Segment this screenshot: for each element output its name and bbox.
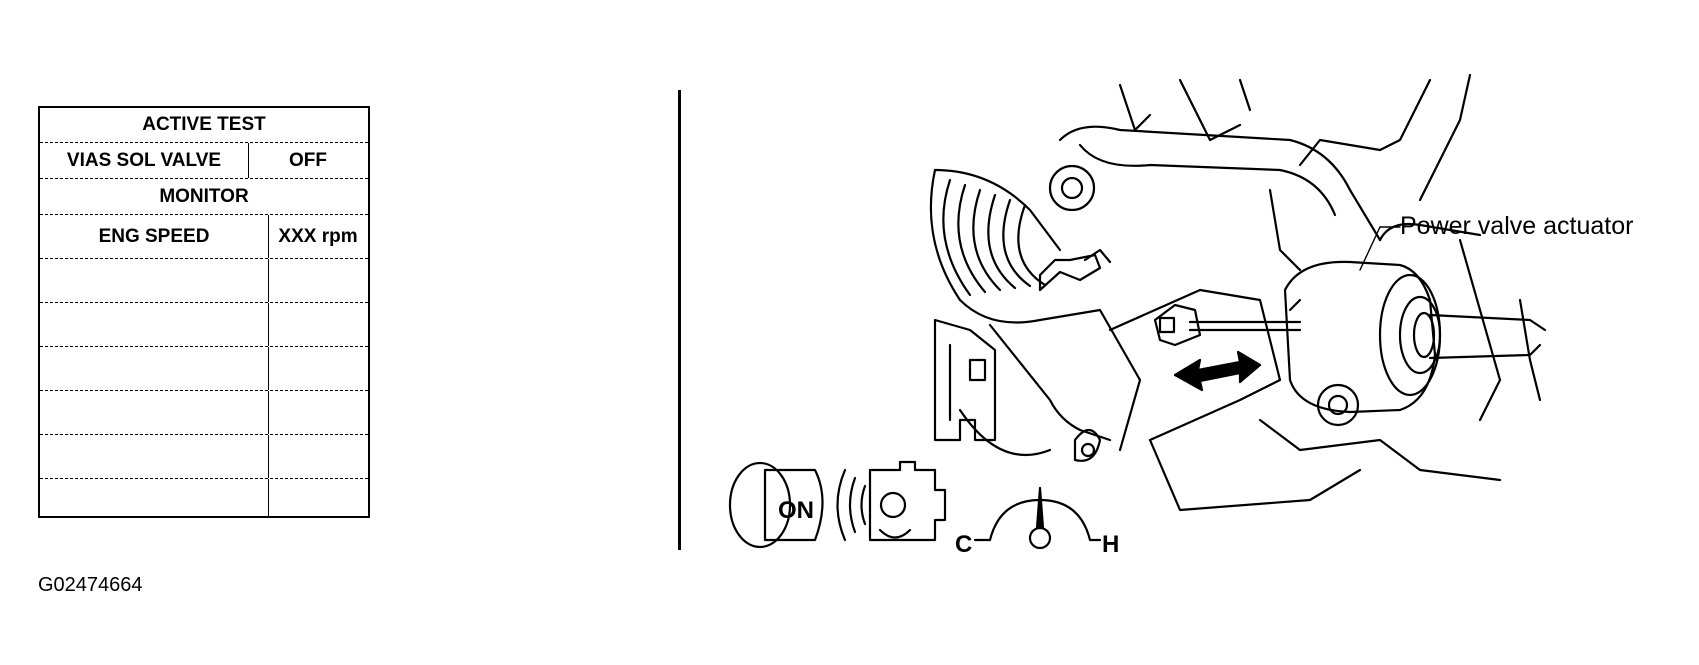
monitor-header: MONITOR xyxy=(159,185,249,207)
throttle-body xyxy=(1073,288,1502,512)
active-test-header: ACTIVE TEST xyxy=(142,114,266,135)
vias-sol-valve-value: OFF xyxy=(289,149,327,171)
table-row xyxy=(40,435,368,479)
hot-label: H xyxy=(1102,531,1119,558)
table-row xyxy=(40,303,368,347)
ignition-on-text: ON xyxy=(778,497,814,524)
engine-running-icon xyxy=(836,460,947,542)
cold-label: C xyxy=(955,531,972,558)
data-monitor-table: ACTIVE TEST VIAS SOL VALVE OFF MONITOR E… xyxy=(38,106,370,518)
table-row: ENG SPEED XXX rpm xyxy=(40,215,368,259)
bracket xyxy=(933,318,997,442)
actuator-rod xyxy=(1153,303,1302,347)
column-divider xyxy=(248,143,249,178)
vias-sol-valve-label: VIAS SOL VALVE xyxy=(66,149,222,171)
figure-id: G02474664 xyxy=(38,574,143,596)
bolt-upper xyxy=(1048,164,1096,212)
eng-speed-label: ENG SPEED xyxy=(98,225,210,247)
intake-hose xyxy=(929,168,1142,457)
power-valve-actuator xyxy=(1283,260,1547,414)
table-row xyxy=(40,391,368,435)
table-row: MONITOR xyxy=(40,179,368,215)
column-divider xyxy=(268,479,269,516)
column-divider xyxy=(268,215,269,258)
eng-speed-value: XXX rpm xyxy=(278,225,358,247)
double-arrow xyxy=(1173,350,1262,392)
column-divider xyxy=(268,259,269,302)
manifold-outline xyxy=(1058,73,1542,422)
power-valve-actuator-label: Power valve actuator xyxy=(1400,212,1634,240)
hose-clamp xyxy=(1038,248,1112,292)
table-row: VIAS SOL VALVE OFF xyxy=(40,143,368,179)
table-row: ACTIVE TEST xyxy=(40,108,368,143)
column-divider xyxy=(268,435,269,478)
table-row xyxy=(40,479,368,516)
panel-divider xyxy=(678,90,681,550)
column-divider xyxy=(268,347,269,390)
ignition-key-icon: ON xyxy=(728,461,824,549)
bolt-lower xyxy=(1316,383,1360,427)
table-row xyxy=(40,259,368,303)
column-divider xyxy=(268,303,269,346)
temperature-gauge-icon: C H xyxy=(955,486,1119,558)
column-divider xyxy=(268,391,269,434)
callout-leader xyxy=(1359,226,1401,271)
table-row xyxy=(40,347,368,391)
engine-illustration: ON C H xyxy=(728,73,1547,558)
